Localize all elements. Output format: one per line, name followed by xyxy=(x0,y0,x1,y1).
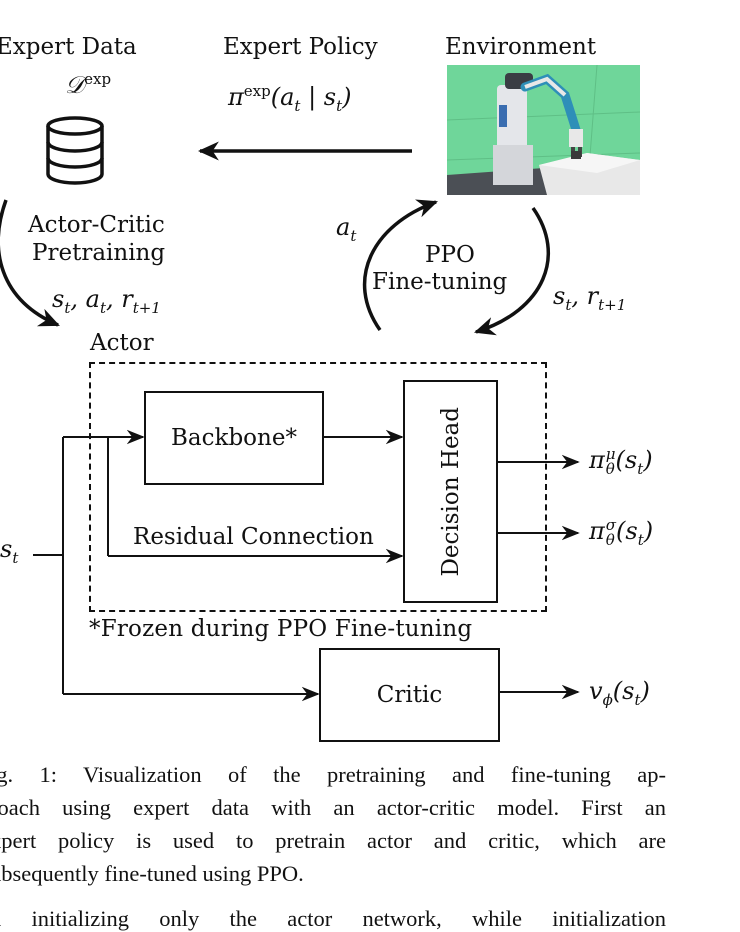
caption-line: ig. 1: Visualization of the pretraining … xyxy=(0,762,666,787)
expert-policy-label: Expert Policy xyxy=(223,34,378,60)
figure-caption: ig. 1: Visualization of the pretraining … xyxy=(0,758,666,890)
pretraining-variables: st, at, rt+1 xyxy=(52,285,161,317)
environment-render xyxy=(447,65,640,195)
expert-data-symbol: 𝒟exp xyxy=(65,70,112,99)
ppo-state-arrow xyxy=(473,206,550,336)
expert-data-label: Expert Data xyxy=(0,34,137,60)
decision-head-block: Decision Head xyxy=(403,380,498,603)
residual-connection-label: Residual Connection xyxy=(133,524,374,550)
frozen-note: *Frozen during PPO Fine-tuning xyxy=(89,616,473,642)
action-variable: at xyxy=(336,213,357,245)
critic-block: Critic xyxy=(319,648,500,742)
value-output-label: vϕ(st) xyxy=(589,677,650,709)
body-text-fragment: n initializing only the actor network, w… xyxy=(0,906,666,931)
pretraining-label-line2: Pretraining xyxy=(32,240,166,266)
caption-line: ubsequently fine-tuned using PPO. xyxy=(0,861,304,886)
caption-line: xpert policy is used to pretrain actor a… xyxy=(0,828,666,853)
ppo-action-arrow xyxy=(362,199,438,332)
input-state-variable: st xyxy=(0,535,19,567)
state-reward-variables: st, rt+1 xyxy=(553,282,627,314)
caption-line: roach using expert data with an actor-cr… xyxy=(0,795,666,820)
pretraining-arrow xyxy=(0,199,60,327)
backbone-block: Backbone* xyxy=(144,391,324,485)
expert-policy-formula: πexp(at | st) xyxy=(228,82,352,115)
actor-boundary xyxy=(89,362,547,612)
pretraining-label-line1: Actor-Critic xyxy=(28,212,165,238)
database-icon xyxy=(46,116,104,185)
actor-label: Actor xyxy=(90,330,154,356)
environment-label: Environment xyxy=(445,34,597,60)
ppo-label-line1: PPO xyxy=(425,242,475,268)
ppo-label-line2: Fine-tuning xyxy=(372,269,508,295)
